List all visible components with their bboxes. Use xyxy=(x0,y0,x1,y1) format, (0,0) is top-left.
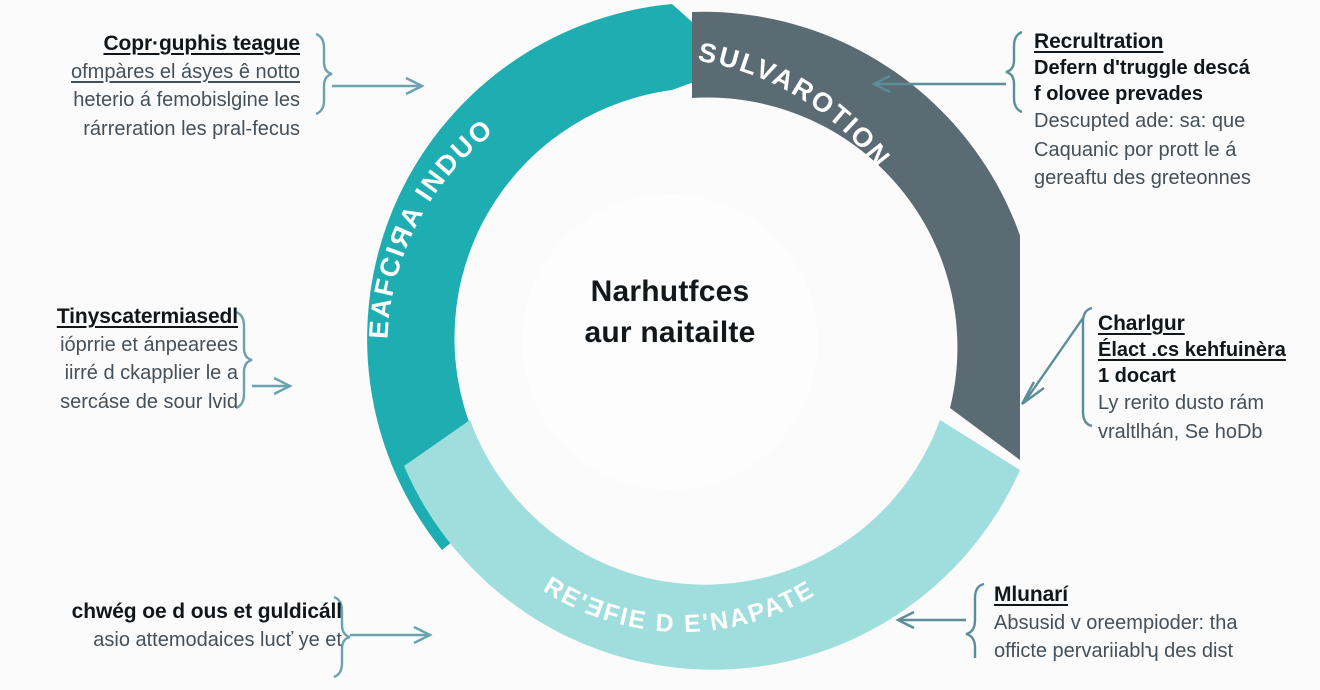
note-bottom-right-body-0: Absusid v oreempioder: tha xyxy=(994,612,1238,634)
note-top-right-subtitle-1: f olovee prevades xyxy=(1034,82,1203,105)
cycle-center-hub xyxy=(522,194,818,490)
note-top-left[interactable]: Copr·guphis teague ofmpàres el ásyes ê n… xyxy=(0,32,300,143)
note-top-right-title: Recrultration xyxy=(1034,30,1164,53)
note-mid-right-title: Charlgur xyxy=(1098,312,1185,335)
note-top-left-body-2: rárreration les pral-fecus xyxy=(83,117,300,140)
note-mid-right-body-0: Ly rerito dusto rám xyxy=(1098,392,1264,415)
note-mid-right-subtitle-1: 1 docart xyxy=(1098,364,1176,387)
note-bottom-left-body-0: asio attemodaices lucť ye et xyxy=(93,629,342,651)
note-top-right-body-0: Descupted ade: sa: que xyxy=(1034,110,1246,133)
note-top-right-body-2: gereaftu des greteonnes xyxy=(1034,166,1251,189)
note-mid-right-subtitle-0: Élact .cs kehfuinèra xyxy=(1098,339,1286,361)
note-top-left-body-1: heterio á femobislgine les xyxy=(73,89,300,112)
cycle-diagram: EAFCIЯA INDUO SULVAROTION RE'ƎFIE D E'NA… xyxy=(320,0,1020,690)
connector-mid-right xyxy=(1020,306,1093,428)
cycle-center-text: Narhutfces aur naitailte xyxy=(515,272,825,353)
note-bottom-right-title: Mlunarí xyxy=(994,583,1068,606)
note-top-left-title: Copr·guphis teague xyxy=(103,32,300,55)
note-top-right-body-1: Caquanic por prott le á xyxy=(1034,138,1237,161)
center-text-line-2: aur naitailte xyxy=(584,315,756,349)
note-mid-left-title: Tinyscatermiasedl xyxy=(56,305,238,328)
note-mid-right[interactable]: Charlgur Élact .cs kehfuinèra 1 docart L… xyxy=(1098,312,1320,446)
note-bottom-right[interactable]: Mlunarí Absusid v oreempioder: tha offic… xyxy=(994,583,1320,666)
note-bottom-right-body-1: officte pervariiablʮ des dist xyxy=(994,640,1234,663)
note-top-left-body-0: ofmpàres el ásyes ê notto xyxy=(70,61,300,83)
note-mid-left-body-1: iirré d ckapplier le a xyxy=(64,362,238,385)
note-mid-left-body-0: ióprrie et ánpearees xyxy=(60,334,238,356)
note-mid-left-body-2: sercáse de sour lvid xyxy=(60,390,238,413)
note-bottom-left-title: chwég oe d ous et guldicáll xyxy=(71,600,342,623)
note-mid-right-body-1: vraltlhán, Se hoDb xyxy=(1098,420,1263,443)
note-top-right[interactable]: Recrultration Defern d'truggle descá f o… xyxy=(1034,30,1320,192)
connector-mid-left xyxy=(235,310,293,410)
note-bottom-left[interactable]: chwég oe d ous et guldicáll asio attemod… xyxy=(0,600,342,654)
note-mid-left[interactable]: Tinyscatermiasedl ióprrie et ánpearees i… xyxy=(0,305,238,416)
note-top-right-subtitle-0: Defern d'truggle descá xyxy=(1034,57,1250,79)
center-text-line-1: Narhutfces xyxy=(590,275,750,308)
